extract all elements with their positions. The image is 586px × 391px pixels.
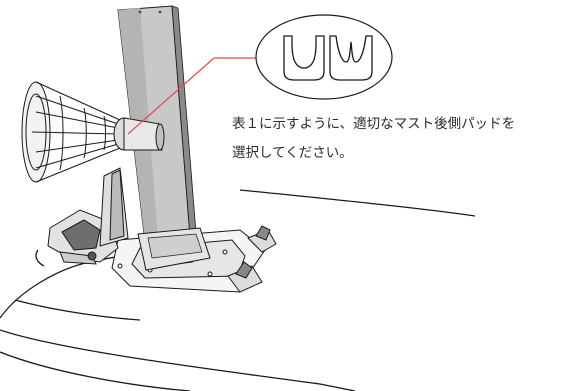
left-foot-pads [47, 209, 119, 265]
right-foot-pads [227, 225, 277, 293]
rear-pad-cone [21, 81, 165, 183]
m-pad-shape [329, 35, 373, 81]
instruction-line-1: 表１に示すように、適切なマスト後側パッドを [232, 116, 516, 132]
callout-leader-line [127, 57, 256, 135]
instruction-line-2: 選択してください。 [232, 145, 353, 161]
u-pad-shape [283, 35, 325, 81]
support-strut [99, 167, 129, 247]
instruction-text: 表１に示すように、適切なマスト後側パッドを 選択してください。 [232, 110, 582, 168]
pad-callout [255, 14, 393, 100]
